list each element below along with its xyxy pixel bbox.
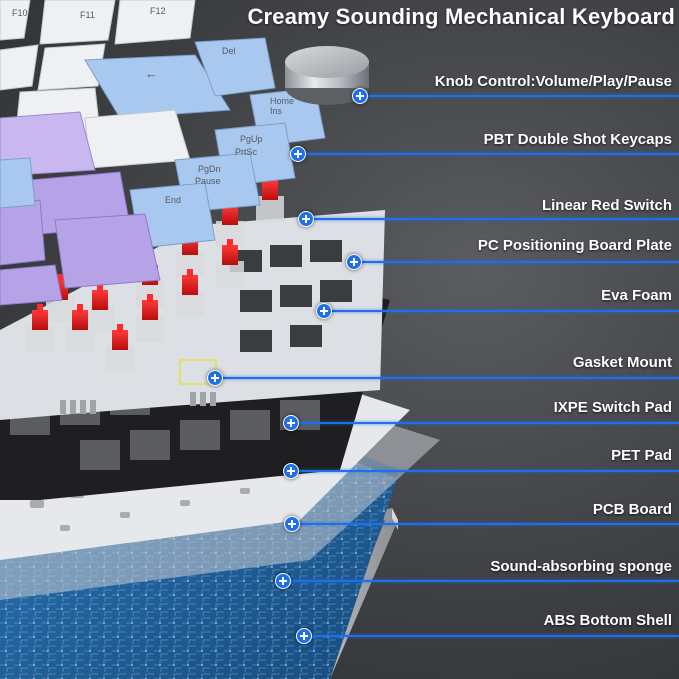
plus-marker-icon bbox=[283, 415, 299, 431]
volume-knob bbox=[285, 46, 369, 105]
plus-marker-icon bbox=[275, 573, 291, 589]
callout-line-gasket bbox=[215, 377, 679, 379]
red-switch bbox=[106, 324, 134, 372]
callout-line-plate bbox=[354, 261, 679, 263]
red-switch bbox=[216, 239, 244, 287]
callout-line-ixpe bbox=[291, 422, 679, 424]
legend-del: Del bbox=[222, 46, 236, 56]
red-switch bbox=[216, 199, 244, 247]
legend-end: End bbox=[165, 195, 181, 205]
callout-label-knob: Knob Control:Volume/Play/Pause bbox=[434, 73, 672, 90]
plus-marker-icon bbox=[283, 463, 299, 479]
callout-label-keycaps: PBT Double Shot Keycaps bbox=[483, 131, 672, 148]
plus-marker-icon bbox=[284, 516, 300, 532]
callout-label-pcb: PCB Board bbox=[592, 501, 672, 518]
callout-label-shell: ABS Bottom Shell bbox=[543, 612, 672, 629]
legend-home: Home bbox=[270, 96, 294, 106]
plus-marker-icon bbox=[346, 254, 362, 270]
legend-pgup: PgUp bbox=[240, 134, 263, 144]
red-switch bbox=[66, 304, 94, 352]
keycap-legends: F10 F11 F12 Del ← Home Ins PgUp PrtSc Pg… bbox=[12, 6, 294, 205]
callout-line-pcb bbox=[292, 523, 679, 525]
callout-line-knob bbox=[360, 95, 679, 97]
callout-label-switch: Linear Red Switch bbox=[541, 197, 672, 214]
plus-marker-icon bbox=[298, 211, 314, 227]
legend-ins: Ins bbox=[270, 106, 283, 116]
keycap-layer bbox=[0, 0, 369, 306]
legend-backspace: ← bbox=[145, 66, 158, 81]
legend-f10: F10 bbox=[12, 8, 28, 18]
plus-marker-icon bbox=[290, 146, 306, 162]
page-title: Creamy Sounding Mechanical Keyboard bbox=[247, 4, 675, 29]
callout-line-keycaps bbox=[298, 153, 679, 155]
legend-pause: Pause bbox=[195, 176, 221, 186]
callout-label-plate: PC Positioning Board Plate bbox=[477, 237, 672, 254]
callout-line-eva bbox=[324, 310, 679, 312]
plus-marker-icon bbox=[296, 628, 312, 644]
callout-line-sponge bbox=[283, 580, 679, 582]
plus-marker-icon bbox=[316, 303, 332, 319]
callout-label-pet: PET Pad bbox=[611, 447, 672, 464]
legend-f12: F12 bbox=[150, 6, 166, 16]
callout-label-gasket: Gasket Mount bbox=[572, 354, 672, 371]
callout-label-eva: Eva Foam bbox=[601, 287, 672, 304]
plus-marker-icon bbox=[352, 88, 368, 104]
linear-red-switches bbox=[26, 174, 284, 372]
red-switch bbox=[136, 294, 164, 342]
callout-line-switch bbox=[306, 218, 679, 220]
callout-label-sponge: Sound-absorbing sponge bbox=[490, 558, 672, 575]
callout-line-pet bbox=[291, 470, 679, 472]
legend-f11: F11 bbox=[80, 10, 95, 20]
callout-line-shell bbox=[304, 635, 679, 637]
red-switch bbox=[26, 304, 54, 352]
legend-prtsc: PrtSc bbox=[235, 147, 258, 157]
red-switch bbox=[176, 269, 204, 317]
plus-marker-icon bbox=[207, 370, 223, 386]
callout-label-ixpe: IXPE Switch Pad bbox=[553, 399, 672, 416]
legend-pgdn: PgDn bbox=[198, 164, 221, 174]
